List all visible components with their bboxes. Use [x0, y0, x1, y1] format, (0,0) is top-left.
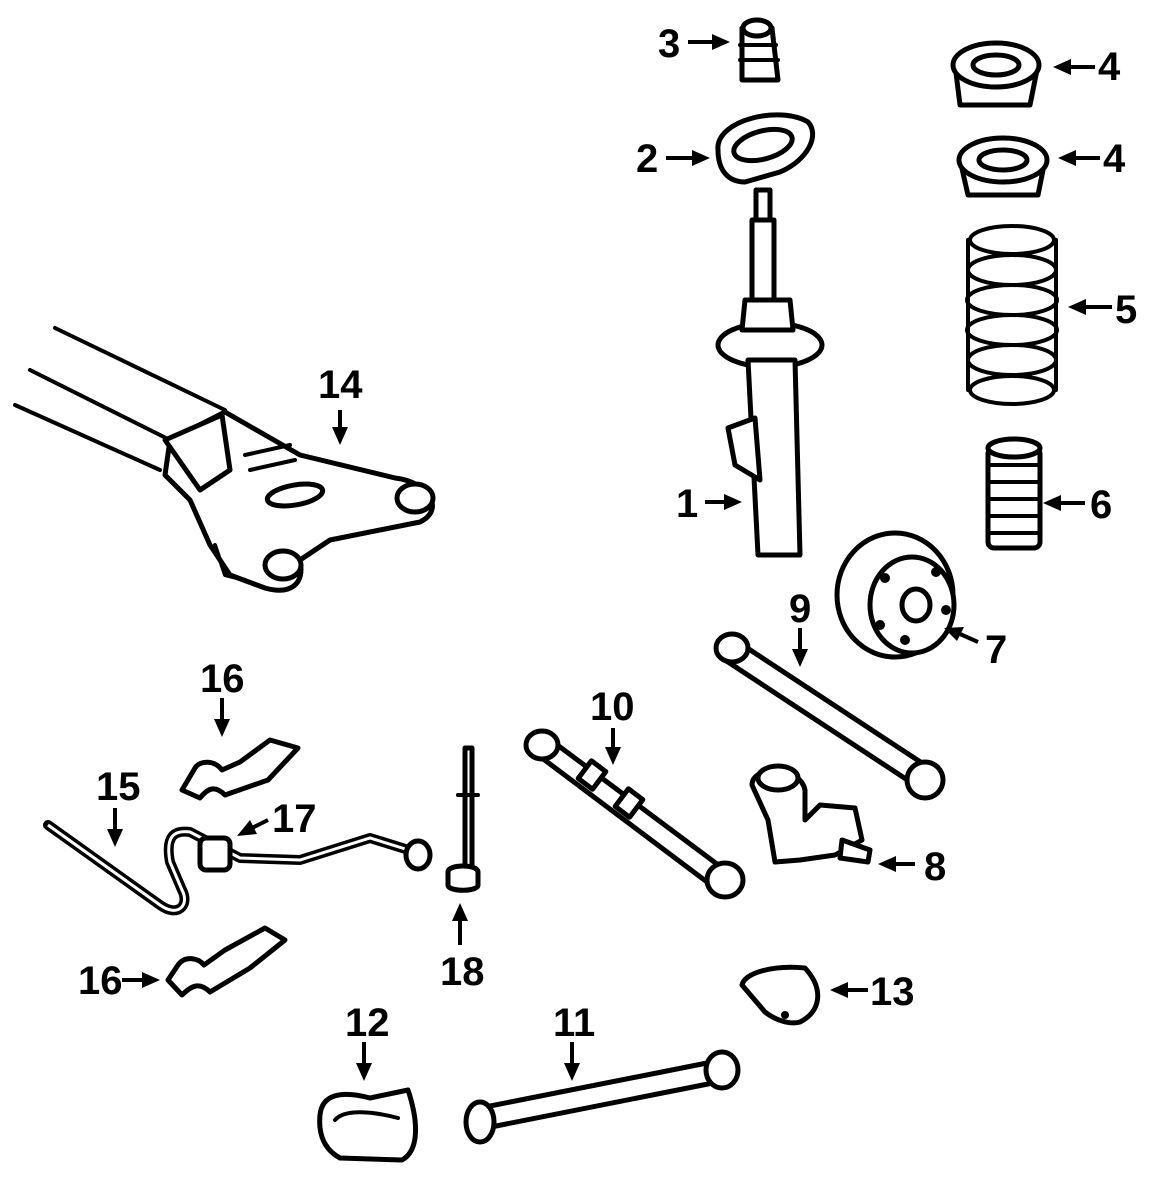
- part-8-knuckle: [749, 763, 873, 865]
- callout-label-9: 9: [789, 587, 811, 631]
- part-2-spring-seat: [715, 112, 816, 185]
- part-11-lower-link: [463, 1049, 741, 1145]
- part-5-coil-spring: [965, 224, 1059, 406]
- callout-label-6: 6: [1090, 483, 1112, 527]
- callout-label-15: 15: [96, 765, 141, 809]
- callout-label-8: 8: [924, 845, 946, 889]
- callout-label-7: 7: [985, 628, 1007, 672]
- part-3-bump-stop: [738, 17, 781, 83]
- callout-label-10: 10: [590, 685, 635, 729]
- callout-arrows: [107, 34, 1112, 1081]
- part-16-bracket-upper: [179, 737, 301, 801]
- callout-label-14: 14: [318, 363, 363, 407]
- callout-label-11: 11: [553, 1001, 595, 1045]
- part-14-crossmember: [13, 326, 436, 593]
- callout-label-18: 18: [440, 950, 485, 994]
- part-10-adjustable-link: [523, 728, 746, 900]
- callout-label-12: 12: [345, 1001, 390, 1045]
- callout-label-3: 3: [658, 22, 680, 66]
- callout-label-16-upper: 16: [200, 657, 245, 701]
- part-12-mount: [317, 1087, 418, 1163]
- part-4-insulator-lower: [956, 135, 1050, 198]
- part-7-hub: [834, 530, 957, 660]
- part-6-jounce-bumper: [985, 436, 1043, 551]
- part-9-lateral-link: [713, 631, 946, 801]
- callout-label-5: 5: [1115, 288, 1137, 332]
- callout-label-4-upper: 4: [1098, 45, 1121, 89]
- callout-label-16-lower: 16: [78, 959, 123, 1003]
- part-13-plate: [739, 964, 821, 1026]
- part-15-stabilizer-bar: [43, 820, 433, 916]
- callout-label-2: 2: [636, 137, 658, 181]
- callout-label-17: 17: [272, 797, 317, 841]
- callout-label-1: 1: [676, 482, 698, 526]
- part-18-link-bolt: [445, 745, 481, 893]
- part-4-insulator-upper: [950, 40, 1042, 108]
- part-1-strut: [715, 187, 825, 558]
- part-16-bracket-lower: [165, 925, 288, 998]
- callout-labels: 3 2 4 4 5 6 1 14 7 9 10 8 16 15 17 18 16…: [78, 22, 1137, 1045]
- callout-label-13: 13: [870, 970, 915, 1014]
- part-17-bushing: [197, 835, 233, 873]
- callout-label-4-lower: 4: [1103, 137, 1126, 181]
